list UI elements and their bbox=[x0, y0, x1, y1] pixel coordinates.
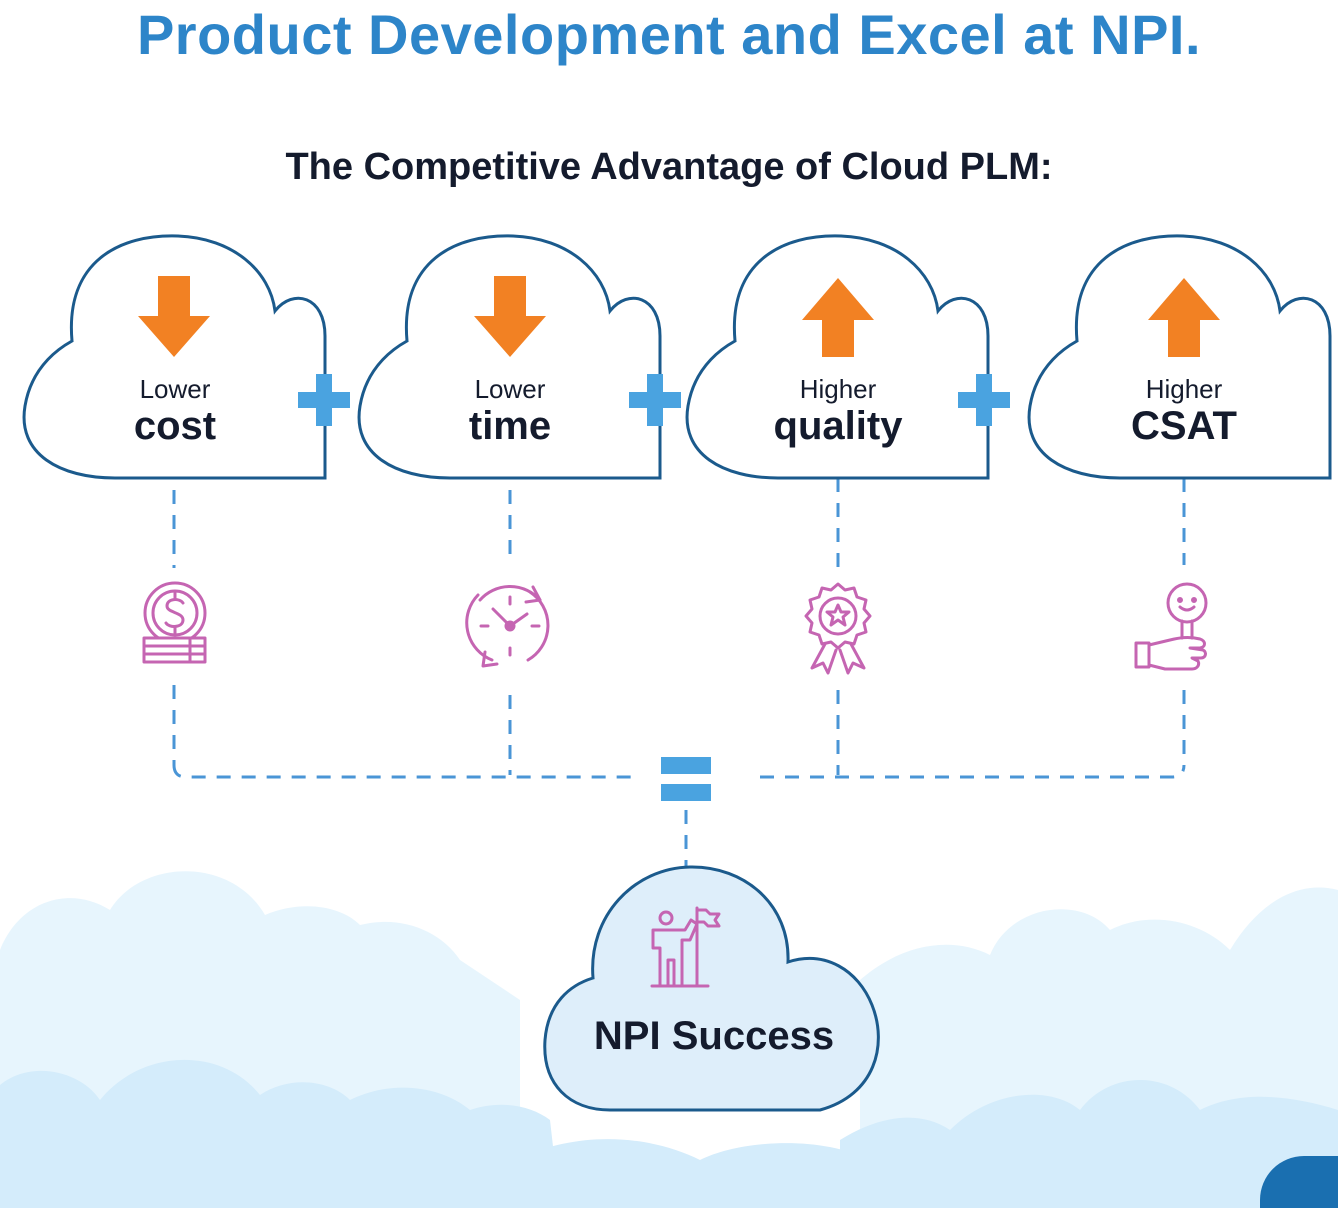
label-csat-metric: CSAT bbox=[1131, 404, 1237, 448]
equals-icon bbox=[661, 757, 711, 801]
label-time-direction: Lower bbox=[474, 374, 546, 404]
person-flag-icon bbox=[650, 906, 721, 988]
page-subtitle: The Competitive Advantage of Cloud PLM: bbox=[285, 146, 1053, 188]
label-cost-metric: cost bbox=[133, 404, 217, 448]
label-time-metric: time bbox=[468, 404, 552, 448]
label-cost-direction: Lower bbox=[139, 374, 211, 404]
label-quality-metric: quality bbox=[773, 404, 903, 448]
smiley-hand-icon bbox=[1134, 582, 1208, 671]
connector-lines bbox=[172, 478, 1186, 870]
label-quality: Higher quality bbox=[728, 376, 948, 446]
label-cost: Lower cost bbox=[65, 376, 285, 446]
label-time: Lower time bbox=[400, 376, 620, 446]
plus-icon bbox=[958, 374, 1010, 426]
label-csat-direction: Higher bbox=[1145, 374, 1223, 404]
page-title: Product Development and Excel at NPI. bbox=[136, 3, 1202, 66]
label-csat: Higher CSAT bbox=[1074, 376, 1294, 446]
arrow-down-icon bbox=[138, 276, 210, 357]
arrow-down-icon bbox=[474, 276, 546, 357]
label-quality-direction: Higher bbox=[799, 374, 877, 404]
connector-join-left bbox=[172, 764, 640, 779]
coins-icon bbox=[142, 581, 207, 664]
arrow-up-icon bbox=[1148, 278, 1220, 357]
result-label: NPI Success bbox=[593, 1014, 835, 1058]
connector-join-right bbox=[760, 764, 1186, 779]
award-ribbon-icon bbox=[804, 582, 872, 675]
cloud-npi-success bbox=[543, 865, 880, 1112]
clock-icon bbox=[465, 585, 550, 668]
plus-icon bbox=[298, 374, 350, 426]
arrow-up-icon bbox=[802, 278, 874, 357]
plus-icon bbox=[629, 374, 681, 426]
